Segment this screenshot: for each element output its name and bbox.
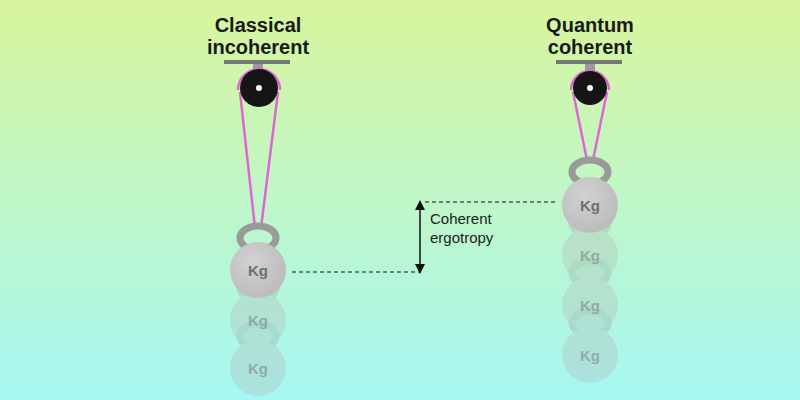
pulley-left (224, 60, 290, 250)
weight-label: Kg (580, 197, 600, 214)
ghost-weight-label: Kg (228, 360, 288, 377)
heading: Quantum coherent (525, 14, 655, 58)
weight: Kg (562, 177, 618, 233)
dimension-label: Coherent ergotropy (430, 209, 530, 247)
heading: Classical incoherent (193, 14, 323, 58)
ghost-weight-label: Kg (228, 312, 288, 329)
weight: Kg (230, 242, 286, 298)
ghost-weight-label: Kg (560, 247, 620, 264)
weight-label: Kg (248, 262, 268, 279)
pulley-right (556, 60, 622, 184)
ghost-weight-label: Kg (560, 297, 620, 314)
ergotropy-dimension (292, 202, 556, 272)
ghost-weight-label: Kg (560, 347, 620, 364)
